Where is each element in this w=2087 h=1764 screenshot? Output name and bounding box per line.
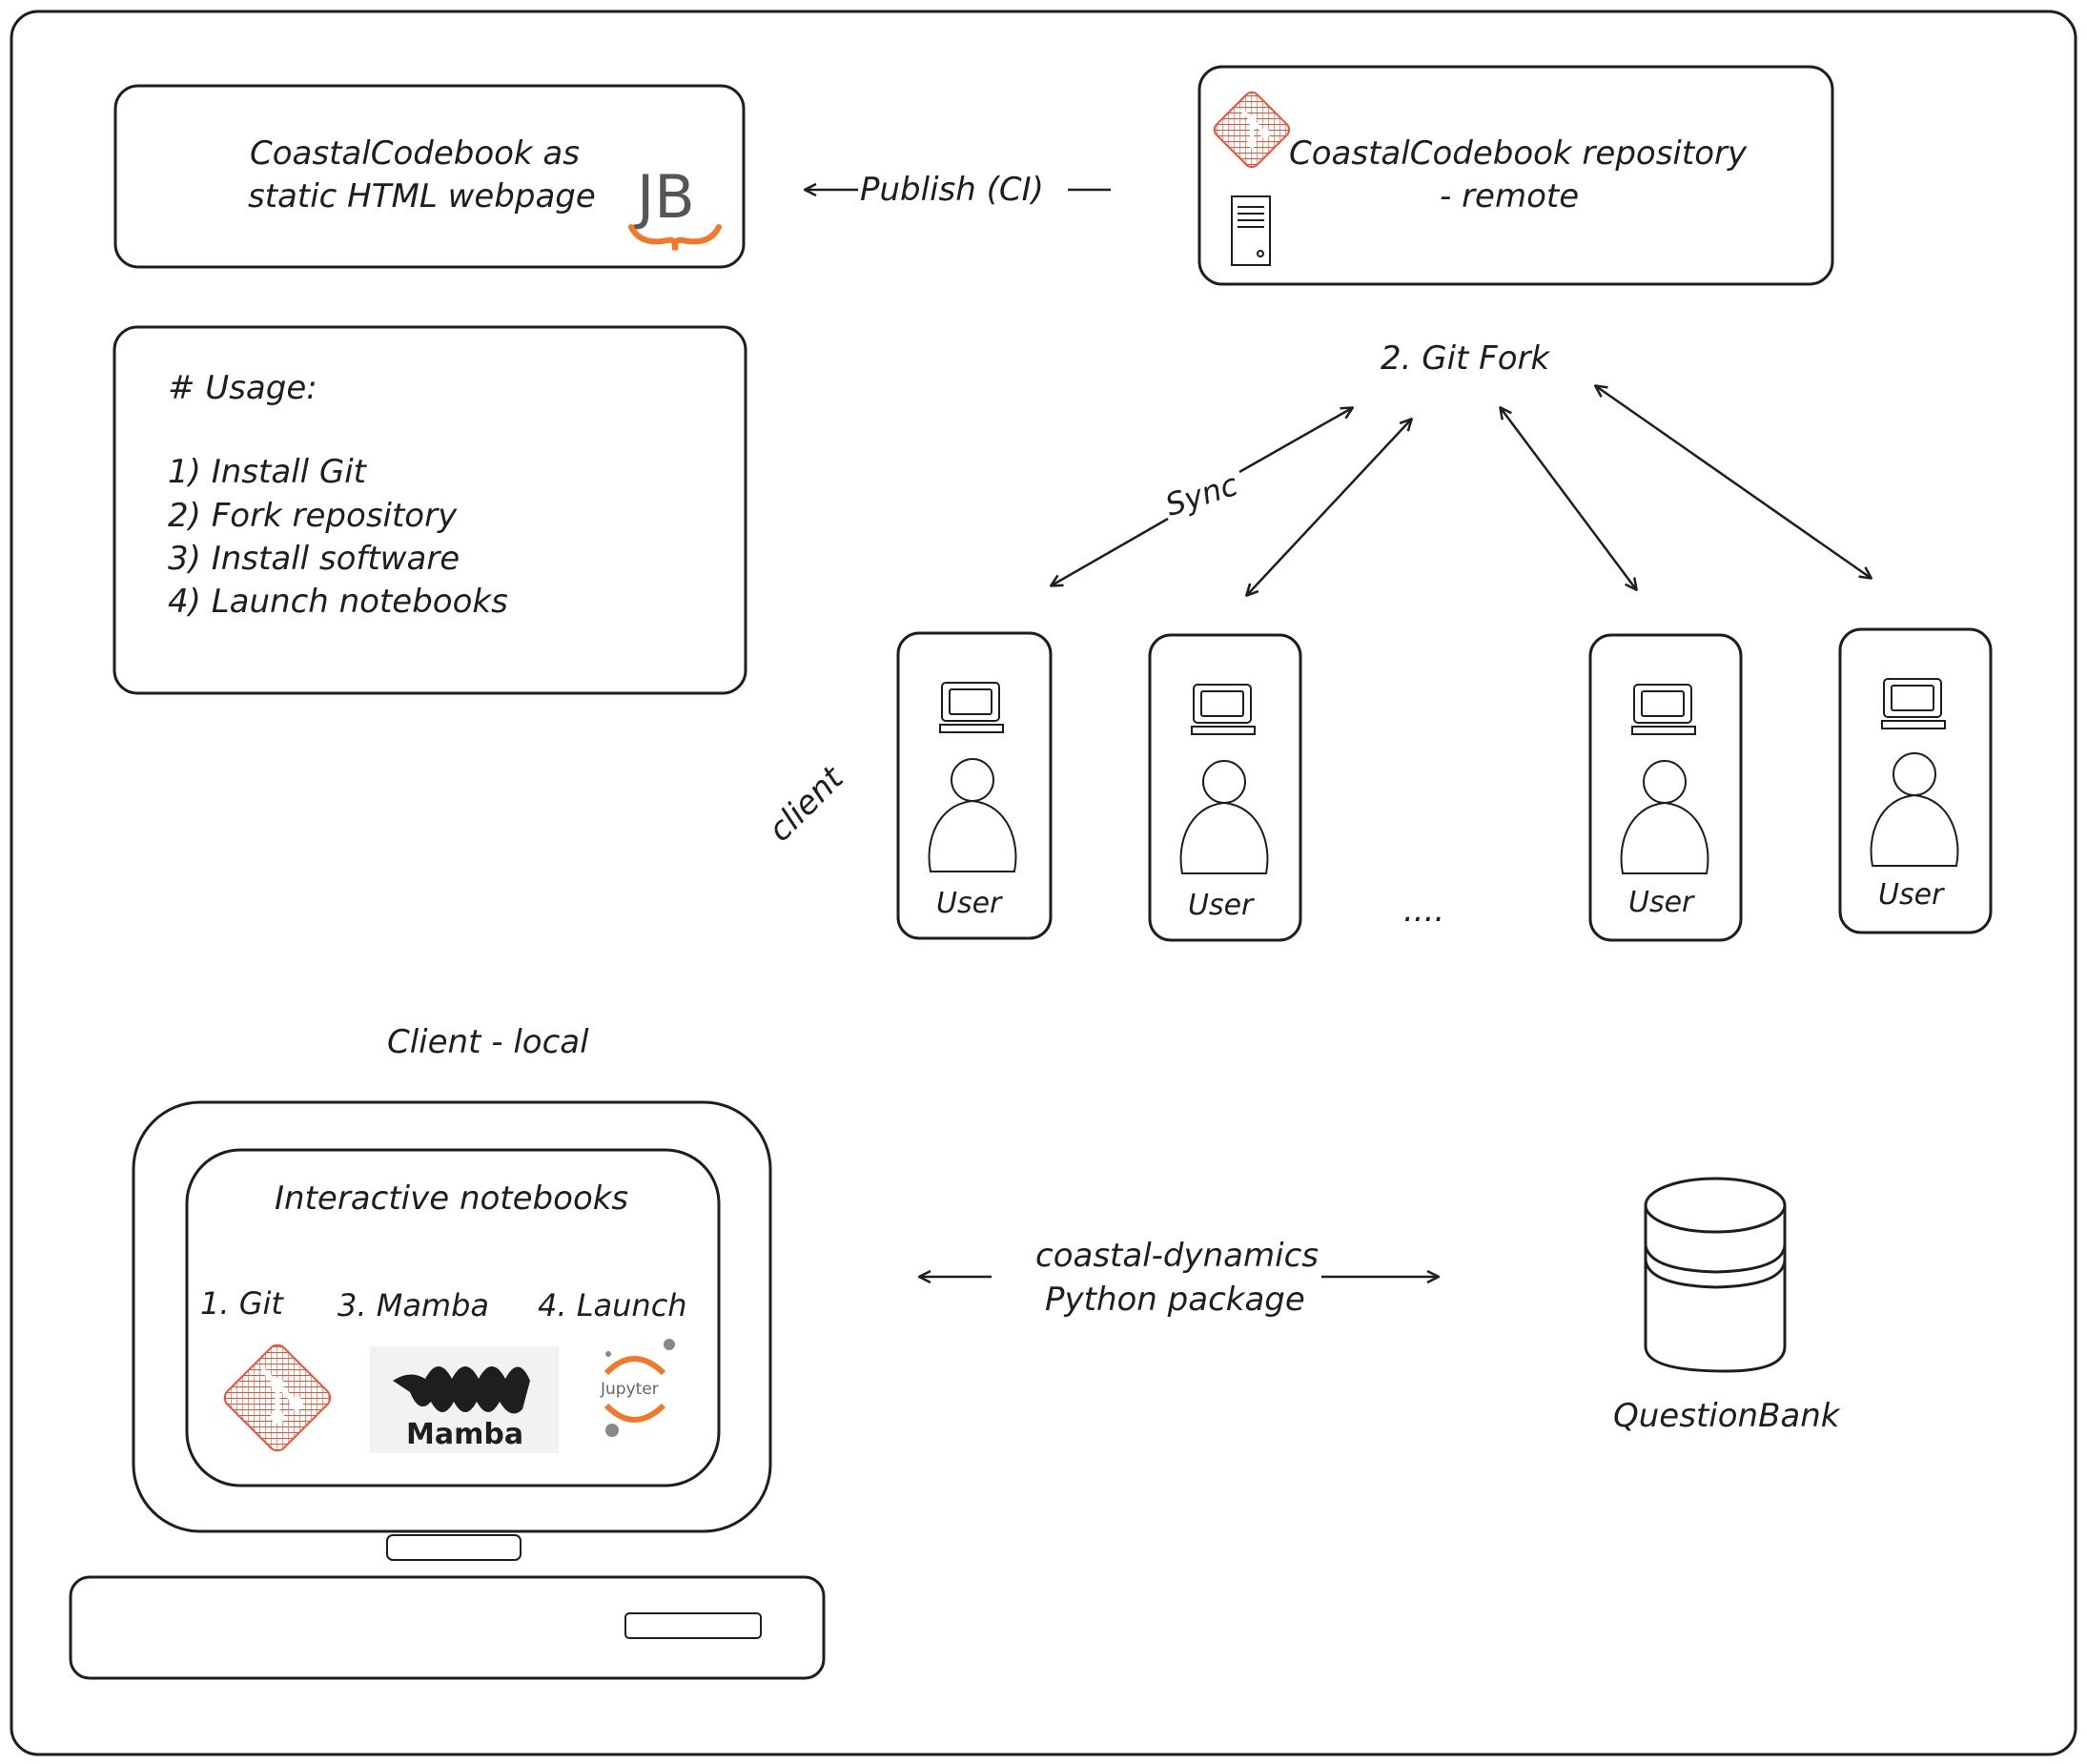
usage-heading: # Usage: — [168, 369, 317, 407]
laptop-step-launch: 4. Launch — [538, 1287, 687, 1323]
laptop-trackpad — [624, 1612, 762, 1639]
sync-arrow-1-lower — [1052, 517, 1169, 585]
computer-icon — [1881, 678, 1946, 729]
remote-box-line1: CoastalCodebook repository — [1289, 134, 1748, 173]
usage-step-3: 3) Install software — [168, 540, 460, 578]
package-label-line2: Python package — [1045, 1281, 1305, 1319]
jupyter-book-logo-icon: JB — [628, 162, 722, 251]
user-label: User — [936, 887, 1003, 920]
publish-label: Publish (CI) — [860, 171, 1044, 209]
user-label: User — [1628, 886, 1695, 919]
outer-frame — [10, 10, 2077, 1756]
laptop-title: Interactive notebooks — [275, 1179, 628, 1218]
sync-arrow-3 — [1501, 408, 1636, 589]
usage-step-2: 2) Fork repository — [168, 497, 458, 535]
usage-step-4: 4) Launch notebooks — [168, 583, 508, 621]
usage-step-1: 1) Install Git — [168, 453, 368, 491]
mamba-logo-icon: Mamba — [370, 1346, 559, 1453]
user-card: User — [896, 631, 1053, 940]
laptop-screen — [185, 1148, 721, 1487]
laptop-step-git: 1. Git — [200, 1285, 284, 1322]
sync-arrow-2 — [1247, 420, 1411, 595]
jupyter-book-box-line2: static HTML webpage — [248, 177, 596, 215]
remote-repository-box: CoastalCodebook repository - remote — [1197, 65, 1834, 286]
jupyter-logo-icon: Jupyter — [600, 1339, 675, 1437]
jupyter-book-logo-text: JB — [633, 162, 695, 232]
computer-icon — [1631, 684, 1696, 735]
git-logo-icon — [1213, 91, 1291, 169]
usage-box: # Usage: 1) Install Git 2) Fork reposito… — [113, 325, 747, 695]
question-bank-label: QuestionBank — [1613, 1397, 1841, 1435]
user-label: User — [1878, 878, 1945, 912]
user-card: User — [1838, 627, 1993, 934]
sync-arrow-4 — [1596, 386, 1871, 578]
person-icon — [1179, 760, 1269, 874]
person-icon — [1620, 760, 1709, 874]
sync-arrows: Sync — [1052, 386, 1871, 595]
ellipsis: .... — [1403, 892, 1444, 930]
mamba-logo-text: Mamba — [406, 1418, 523, 1451]
person-icon — [928, 758, 1017, 872]
git-logo-icon — [223, 1344, 332, 1452]
user-card: User — [1148, 633, 1302, 942]
remote-box-line2: - remote — [1440, 177, 1579, 215]
client-local-label: Client - local — [387, 1023, 589, 1061]
sync-arrow-1-upper — [1238, 408, 1352, 474]
client-label: client — [761, 758, 851, 849]
laptop: Interactive notebooks 1. Git 3. Mamba 4.… — [69, 1100, 826, 1680]
computer-icon — [1191, 684, 1256, 735]
publish-arrow: Publish (CI) — [806, 171, 1111, 209]
user-label: User — [1188, 889, 1255, 922]
jupyter-logo-text: Jupyter — [600, 1380, 659, 1399]
computer-icon — [939, 682, 1004, 733]
user-card: User — [1588, 633, 1743, 942]
laptop-lid — [132, 1100, 772, 1533]
package-label-line1: coastal-dynamics — [1035, 1237, 1319, 1275]
jupyter-book-box-line1: CoastalCodebook as — [250, 134, 580, 173]
person-icon — [1870, 752, 1959, 867]
laptop-base — [69, 1575, 826, 1680]
database-icon — [1644, 1177, 1787, 1373]
jupyter-book-box: CoastalCodebook as static HTML webpage J… — [113, 84, 746, 269]
package-arrow: coastal-dynamics Python package — [920, 1237, 1438, 1319]
laptop-step-mamba: 3. Mamba — [338, 1287, 489, 1323]
sync-label: Sync — [1161, 466, 1242, 523]
server-icon — [1231, 195, 1271, 266]
git-fork-label: 2. Git Fork — [1381, 339, 1551, 378]
laptop-hinge — [386, 1534, 522, 1561]
